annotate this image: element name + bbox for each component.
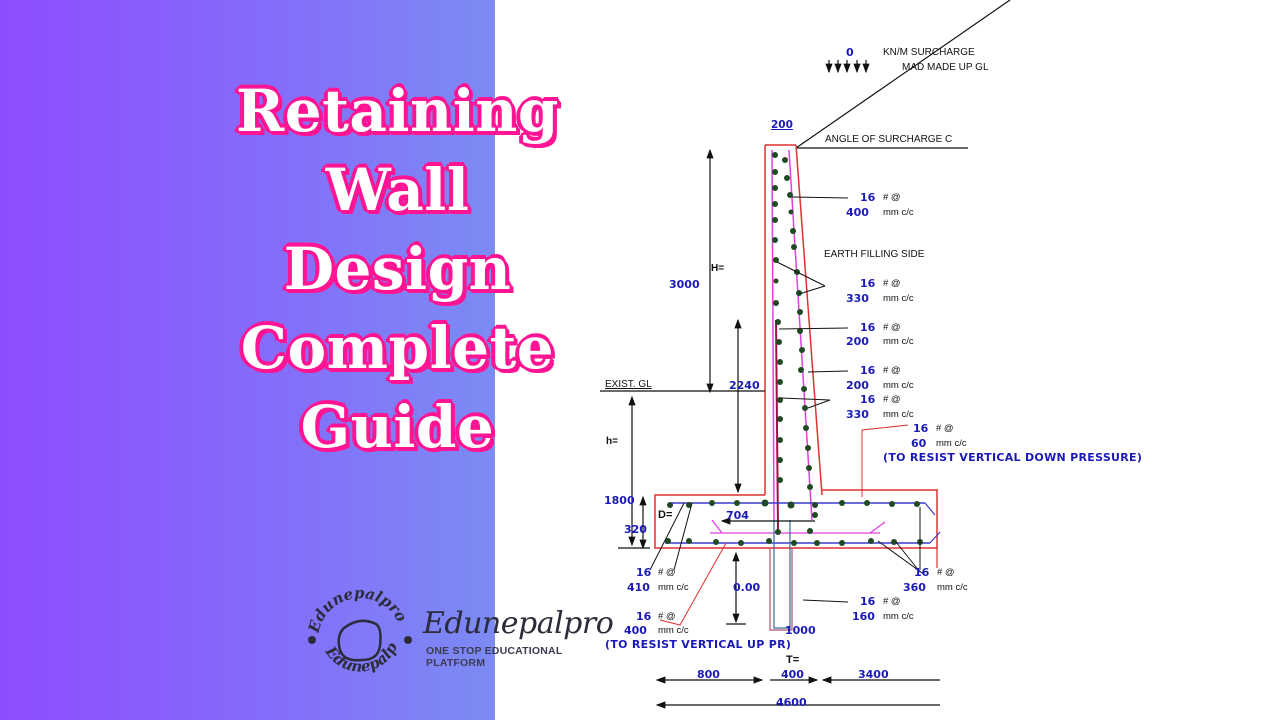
d-label: D=	[658, 509, 673, 521]
stem-width: 400	[781, 668, 804, 681]
stem-top-width: 200	[771, 119, 793, 131]
t-label: T=	[786, 654, 800, 666]
angle-of-surcharge-label: ANGLE OF SURCHARGE C	[825, 134, 953, 145]
page-title: Retaining Wall Design Complete Guide	[200, 72, 595, 467]
toe-width: 800	[697, 668, 720, 681]
brand-badge-icon: Edunepalpro Edunepalpro	[300, 588, 412, 676]
key-width-value: 1000	[785, 624, 816, 637]
surcharge-value: 0	[846, 46, 854, 59]
key-depth-value: 0.00	[733, 581, 761, 594]
thickness-value: 320	[624, 523, 647, 536]
brand-name: Edunepalpro	[423, 606, 614, 641]
title-line-1: Retaining	[236, 77, 559, 145]
title-line-2: Wall	[325, 156, 470, 224]
small-h-label: h=	[606, 436, 618, 447]
made-up-gl-label: MAD MADE UP GL	[902, 62, 989, 73]
brand-tagline: ONE STOP EDUCATIONAL PLATFORM	[426, 645, 563, 669]
heel-width: 3400	[858, 668, 889, 681]
existing-gl-label: EXIST. GL	[605, 379, 652, 390]
panel-divider	[493, 0, 495, 720]
surcharge-label: KN/M SURCHARGE	[883, 47, 975, 58]
note-resist-down-pressure: (TO RESIST VERTICAL DOWN PRESSURE)	[883, 451, 1143, 464]
h-value: 3000	[669, 278, 700, 291]
heel-dimension: 704	[726, 509, 749, 522]
depth-value: 2240	[729, 379, 760, 392]
brand-logo: Edunepalpro Edunepalpro Edunepalpro ONE …	[300, 588, 614, 688]
note-resist-up-pressure: (TO RESIST VERTICAL UP PR)	[605, 638, 792, 651]
svg-text:Edunepalpro: Edunepalpro	[304, 588, 410, 635]
title-line-3: Design	[283, 235, 512, 303]
earth-filling-side-label: EARTH FILLING SIDE	[824, 249, 925, 260]
total-width: 4600	[776, 696, 807, 709]
title-line-5: Guide	[300, 393, 495, 461]
h-label: H=	[711, 263, 725, 274]
title-line-4: Complete	[240, 314, 555, 382]
gradient-background-panel	[0, 0, 494, 720]
base-depth-value: 1800	[604, 494, 635, 507]
